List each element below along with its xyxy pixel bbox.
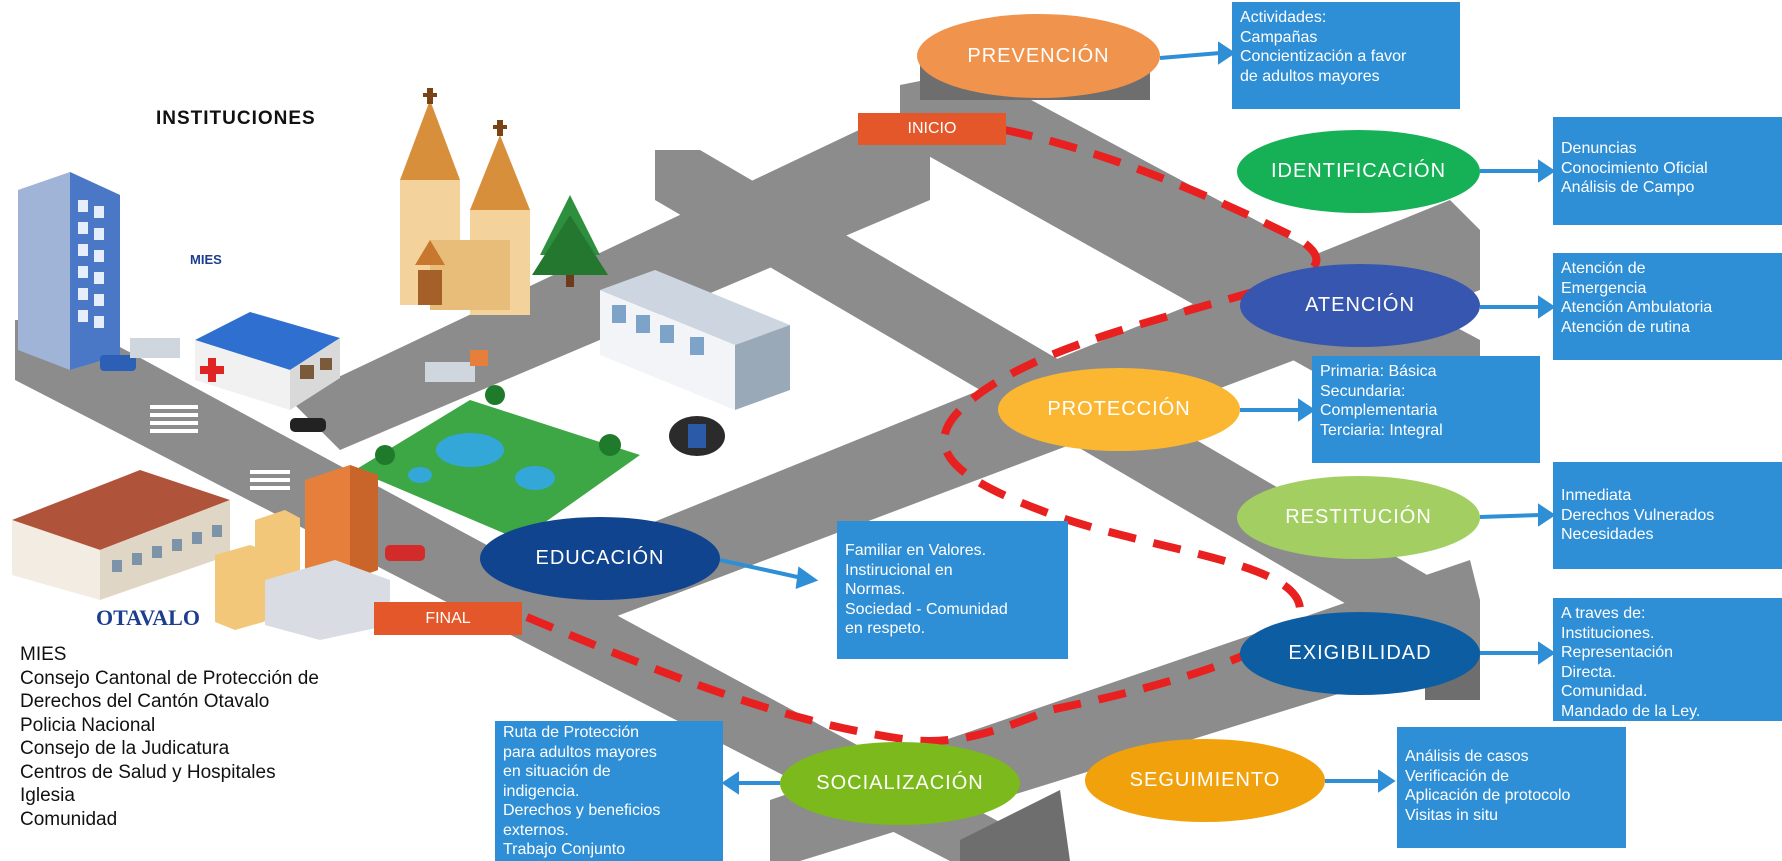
institution-item: Centros de Salud y Hospitales bbox=[20, 761, 276, 783]
institution-item: Policia Nacional bbox=[20, 714, 156, 736]
institutions-list: MIES Consejo Cantonal de Protección de D… bbox=[20, 643, 319, 831]
detail-restitucion: Inmediata Derechos Vulnerados Necesidade… bbox=[1553, 462, 1782, 569]
otavalo-logo: OTAVALO bbox=[96, 605, 200, 630]
stage-proteccion: PROTECCIÓN bbox=[998, 368, 1240, 451]
detail-identificacion: Denuncias Conocimiento Oficial Análisis … bbox=[1553, 117, 1782, 225]
institution-item: Consejo Cantonal de Protección de bbox=[20, 667, 319, 689]
hospital-illustration bbox=[195, 312, 340, 410]
office-tower-illustration bbox=[18, 172, 120, 370]
stage-prevencion: PREVENCIÓN bbox=[917, 14, 1160, 98]
church-illustration bbox=[400, 88, 530, 315]
end-marker: FINAL bbox=[374, 602, 522, 635]
institution-item: MIES bbox=[20, 644, 67, 665]
detail-socializacion: Ruta de Protección para adultos mayores … bbox=[495, 721, 723, 861]
apartment-towers-illustration bbox=[215, 465, 390, 640]
detail-proteccion: Primaria: Básica Secundaria: Complementa… bbox=[1312, 356, 1540, 463]
institutions-title: INSTITUCIONES bbox=[156, 108, 316, 129]
detail-atencion: Atención de Emergencia Atención Ambulato… bbox=[1553, 253, 1782, 360]
detail-exigibilidad: A traves de: Instituciones. Representaci… bbox=[1553, 598, 1782, 721]
detail-prevencion: Actividades: Campañas Concientización a … bbox=[1232, 2, 1460, 109]
stage-socializacion: SOCIALIZACIÓN bbox=[780, 742, 1020, 825]
police-station-illustration bbox=[600, 270, 790, 410]
stage-atencion: ATENCIÓN bbox=[1240, 264, 1480, 347]
institution-item: Consejo de la Judicatura bbox=[20, 738, 230, 759]
institution-item: Iglesia bbox=[20, 785, 75, 806]
mies-logo: MIES bbox=[190, 252, 222, 267]
buildings bbox=[12, 88, 790, 640]
detail-seguimiento: Análisis de casos Verificación de Aplica… bbox=[1397, 727, 1626, 848]
stage-educacion: EDUCACIÓN bbox=[480, 517, 720, 600]
hotel-building-illustration bbox=[12, 470, 230, 600]
crosswalk bbox=[150, 405, 290, 490]
start-marker: INICIO bbox=[858, 113, 1006, 145]
vehicles-illustration bbox=[100, 338, 488, 561]
stage-seguimiento: SEGUIMIENTO bbox=[1085, 739, 1325, 822]
stage-identificacion: IDENTIFICACIÓN bbox=[1237, 130, 1480, 213]
stage-exigibilidad: EXIGIBILIDAD bbox=[1240, 612, 1480, 695]
police-shield-illustration bbox=[669, 416, 725, 456]
institution-item: Comunidad bbox=[20, 808, 118, 830]
connector-arrows bbox=[719, 41, 1556, 795]
road-segment bbox=[960, 790, 1070, 861]
stage-restitucion: RESTITUCIÓN bbox=[1237, 476, 1480, 559]
park-illustration bbox=[355, 385, 640, 540]
protection-route bbox=[508, 126, 1321, 745]
detail-educacion: Familiar en Valores. Instirucional en No… bbox=[837, 521, 1068, 659]
institution-item: Derechos del Cantón Otavalo bbox=[20, 691, 270, 712]
